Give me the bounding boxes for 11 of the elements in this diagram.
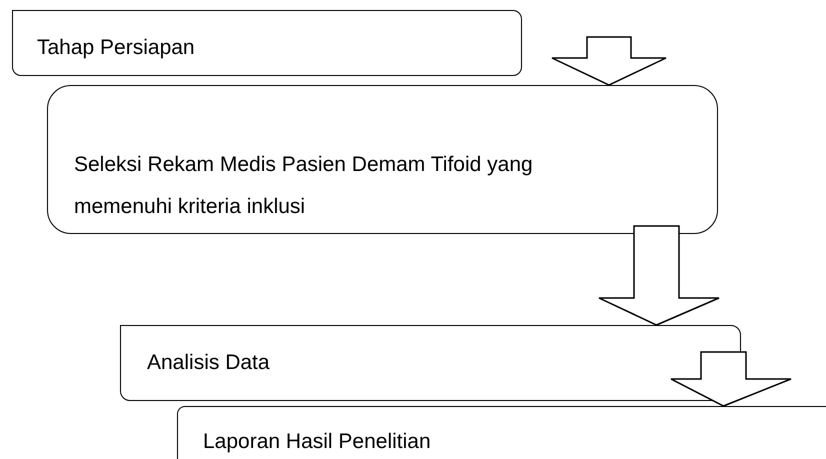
block-arrow xyxy=(670,351,792,407)
step-label: Analisis Data xyxy=(147,350,271,376)
process-box xyxy=(47,85,718,234)
process-box xyxy=(177,406,826,459)
step-label: Seleksi Rekam Medis Pasien Demam Tifoid yang memenuhi kriteria inklusi xyxy=(74,152,534,220)
block-arrow xyxy=(598,225,720,326)
process-box xyxy=(12,10,522,76)
step-label: Tahap Persiapan xyxy=(37,35,196,61)
process-box xyxy=(120,325,741,401)
block-arrow xyxy=(551,36,667,86)
step-label: Laporan Hasil Penelitian xyxy=(203,429,432,455)
